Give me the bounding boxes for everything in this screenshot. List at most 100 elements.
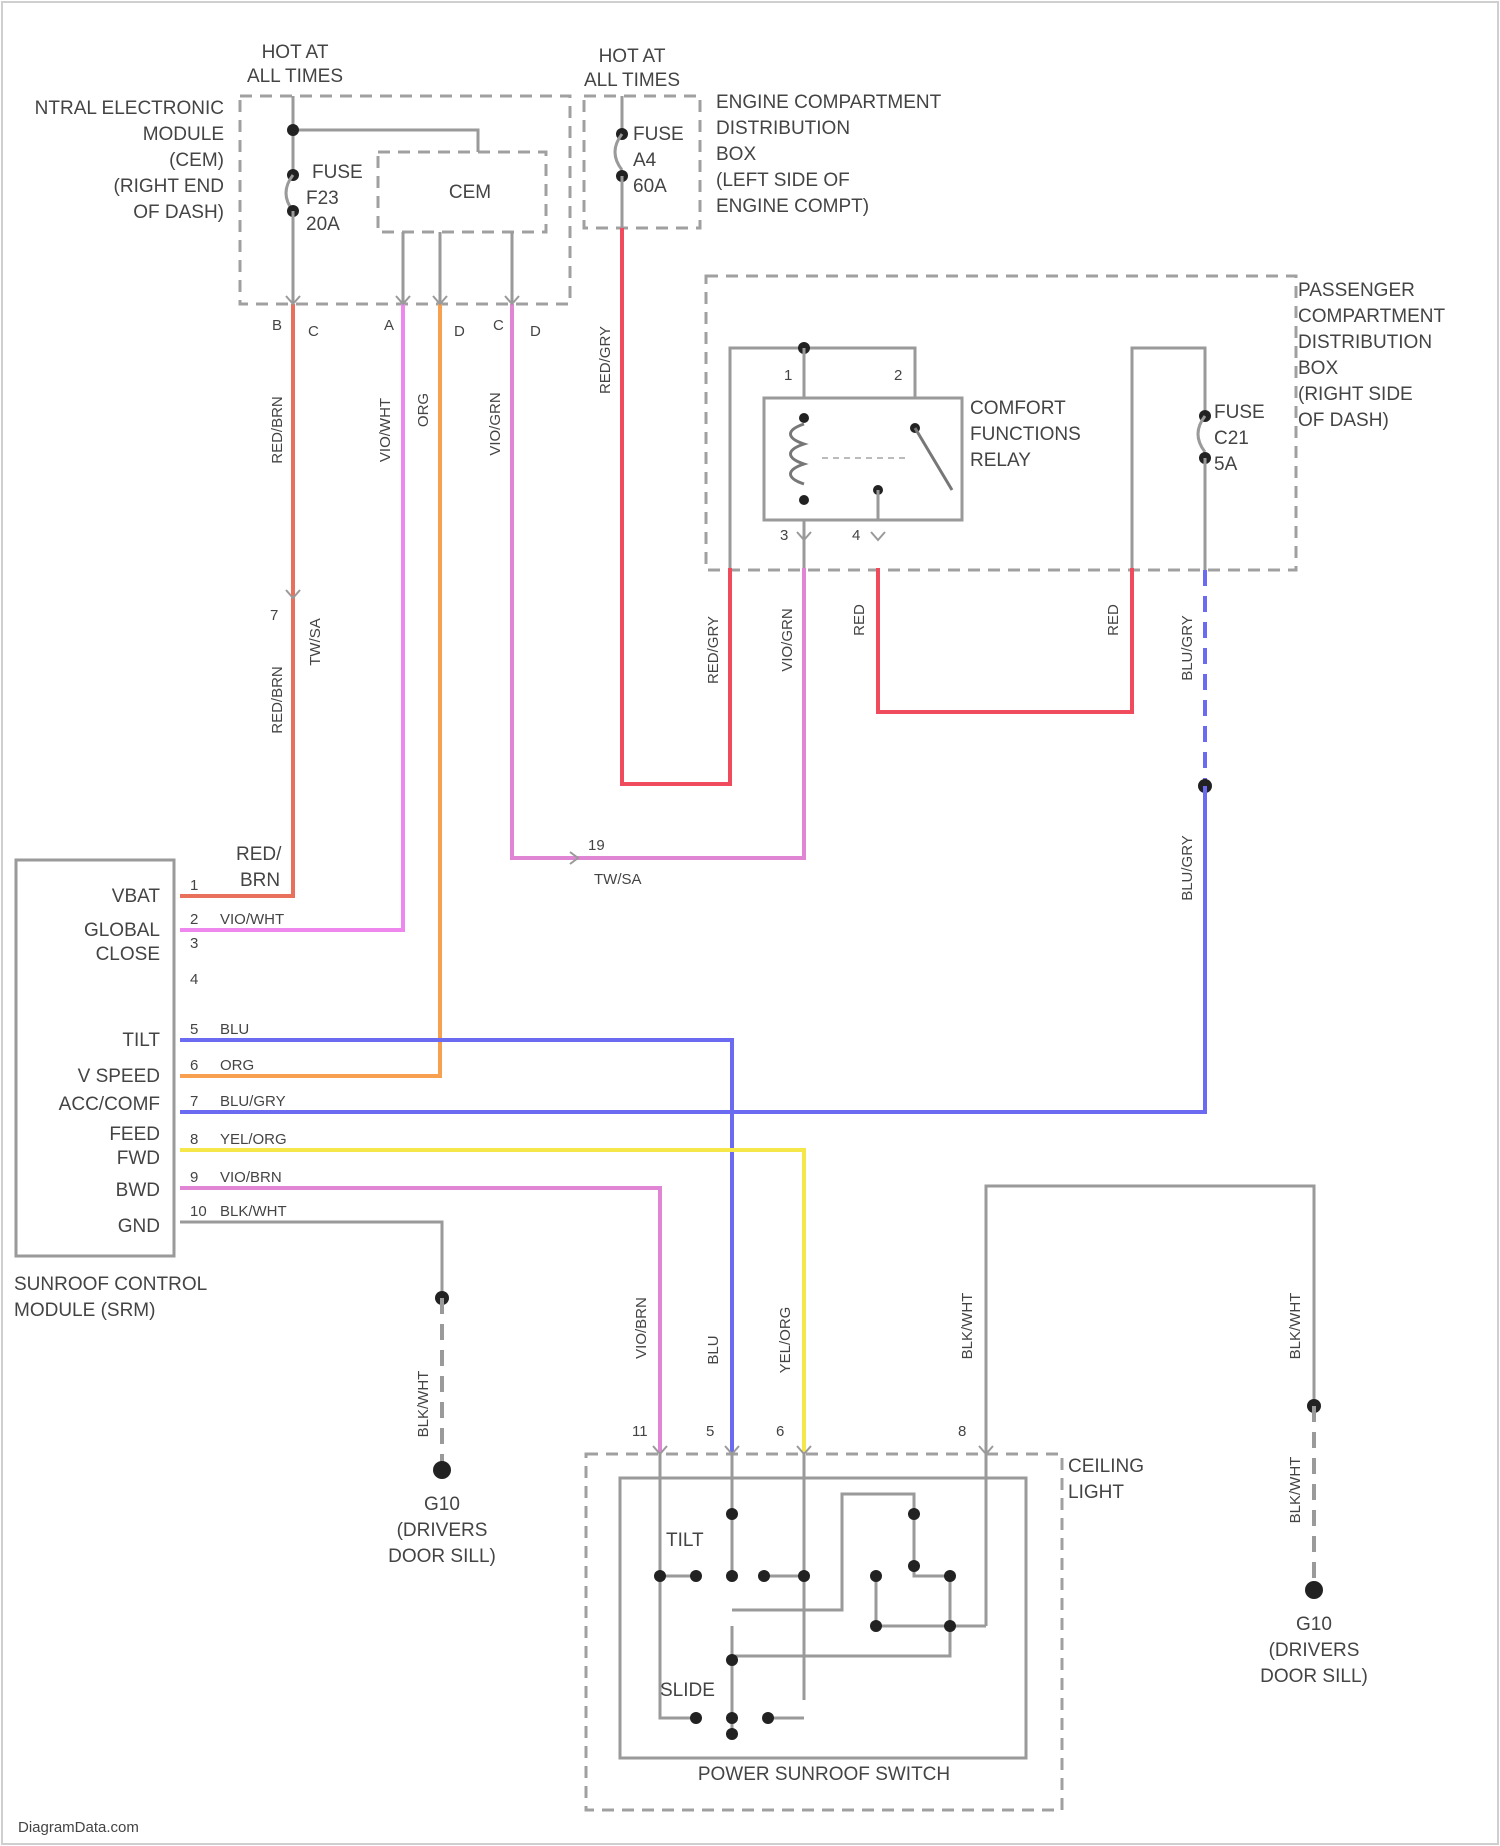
relay-pin: 3 [780,527,788,544]
srm-label-line2: MODULE (SRM) [14,1300,155,1321]
watermark: DiagramData.com [18,1819,139,1836]
relay-coil-top [799,413,809,423]
ground-2-loc2: DOOR SILL) [1260,1666,1368,1687]
ceiling-light-label-1: CEILING [1068,1456,1144,1477]
pcdb-fuse-amps: 5A [1214,454,1238,475]
ecdb-fuse-amps: 60A [633,176,667,197]
svg-text:DISTRIBUTION: DISTRIBUTION [716,118,850,139]
srm-pin-number: 2 [190,911,198,928]
splice-label: 7 [270,607,278,624]
splice-label: 19 [588,837,605,854]
tilt-label: TILT [666,1530,704,1551]
svg-text:ENGINE COMPARTMENT: ENGINE COMPARTMENT [716,92,942,113]
relay-pin: 1 [784,367,792,384]
svg-text:ENGINE COMPT): ENGINE COMPT) [716,196,869,217]
ground-2-id: G10 [1296,1614,1332,1635]
srm-pin-number: 6 [190,1057,198,1074]
svg-text:COMPARTMENT: COMPARTMENT [1298,306,1445,327]
ground-icon [433,1461,451,1479]
pcdb-fuse-id: C21 [1214,428,1249,449]
svg-text:FUNCTIONS: FUNCTIONS [970,424,1081,445]
srm-pin-wire: VIO/BRN [220,1169,282,1186]
ecdb-fuse-id: A4 [633,150,657,171]
wire-label: RED/GRY [597,326,614,394]
srm-pin-name: FEED [109,1124,160,1145]
cem-pin: D [454,323,465,340]
srm-pin-number: 7 [190,1093,198,1110]
srm-pin-wire: YEL/ORG [220,1131,287,1148]
srm-pin-name: GLOBAL [84,920,160,941]
svg-text:BOX: BOX [716,144,756,165]
cem-node [287,124,299,136]
ceiling-light-label-2: LIGHT [1068,1482,1124,1503]
wire-label: YEL/ORG [777,1307,794,1374]
cem-pin: B [272,317,282,334]
wire-label: VIO/WHT [377,398,394,462]
srm-pin-wire: BLK/WHT [220,1203,287,1220]
svg-text:COMFORT: COMFORT [970,398,1066,419]
srm-pin-name: ACC/COMF [59,1094,160,1115]
svg-text:BOX: BOX [1298,358,1338,379]
hot-label-2-line1: HOT AT [599,46,666,67]
cem-pin: A [384,317,394,334]
cem-fuse-label: FUSE [312,162,363,183]
cem-fuse-id: F23 [306,188,339,209]
wire-label: RED [851,604,868,636]
srm-pin-name: FWD [117,1148,160,1169]
relay-pin: 4 [852,527,860,544]
wire-label: BLK/WHT [415,1371,432,1438]
svg-text:MODULE: MODULE [143,124,224,145]
srm-pin-name: GND [118,1216,160,1237]
srm-pin-number: 8 [190,1131,198,1148]
switch-pin: 8 [958,1423,966,1440]
wire-label: RED/BRN [269,666,286,734]
svg-text:OF DASH): OF DASH) [1298,410,1389,431]
svg-text:(LEFT SIDE OF: (LEFT SIDE OF [716,170,850,191]
pin1-wire-label-bottom: BRN [240,870,280,891]
cem-pin: C [308,323,319,340]
wire-label: VIO/GRN [779,608,796,671]
relay-pin: 2 [894,367,902,384]
srm-pin-number: 10 [190,1203,207,1220]
srm-pin-wire: VIO/WHT [220,911,284,928]
pin1-wire-label-top: RED/ [236,844,282,865]
srm-pin-wire: BLU [220,1021,249,1038]
switch-pin: 11 [632,1423,648,1440]
srm-pin-number: 1 [190,877,198,894]
slide-label: SLIDE [660,1680,715,1701]
wire-label: RED/GRY [705,616,722,684]
cem-fuse-amps: 20A [306,214,340,235]
wire-label: RED [1105,604,1122,636]
svg-text:NTRAL ELECTRONIC: NTRAL ELECTRONIC [35,98,224,119]
ground-icon [1305,1581,1323,1599]
svg-text:RELAY: RELAY [970,450,1031,471]
srm-pin-name: V SPEED [78,1066,160,1087]
cem-box-label: CEM [449,182,491,203]
ground-1-loc2: DOOR SILL) [388,1546,496,1567]
srm-pin-name: CLOSE [96,944,160,965]
wire-label: BLU/GRY [1179,615,1196,681]
srm-pin-name: VBAT [112,886,161,907]
switch-pin: 6 [776,1423,784,1440]
hot-label-1-line2: ALL TIMES [247,66,343,87]
svg-text:OF DASH): OF DASH) [133,202,224,223]
srm-pin-number: 3 [190,935,198,952]
hot-label-1-line1: HOT AT [262,42,329,63]
svg-text:(RIGHT SIDE: (RIGHT SIDE [1298,384,1413,405]
wire-label: VIO/BRN [633,1297,650,1359]
wire-label: ORG [415,393,432,427]
svg-text:(RIGHT END: (RIGHT END [114,176,224,197]
srm-pin-number: 9 [190,1169,198,1186]
relay-coil-bottom [799,495,809,505]
power-sunroof-switch-label: POWER SUNROOF SWITCH [698,1764,950,1785]
hot-label-2-line2: ALL TIMES [584,70,680,91]
srm-pin-number: 4 [190,971,198,988]
svg-text:(CEM): (CEM) [169,150,224,171]
ground-1-loc: (DRIVERS [397,1520,488,1541]
srm-pin-wire: ORG [220,1057,254,1074]
wire-label: BLK/WHT [959,1293,976,1360]
svg-text:PASSENGER: PASSENGER [1298,280,1415,301]
srm-label-line1: SUNROOF CONTROL [14,1274,207,1295]
srm-pin-name: TILT [122,1030,160,1051]
ecdb-fuse-label: FUSE [633,124,684,145]
